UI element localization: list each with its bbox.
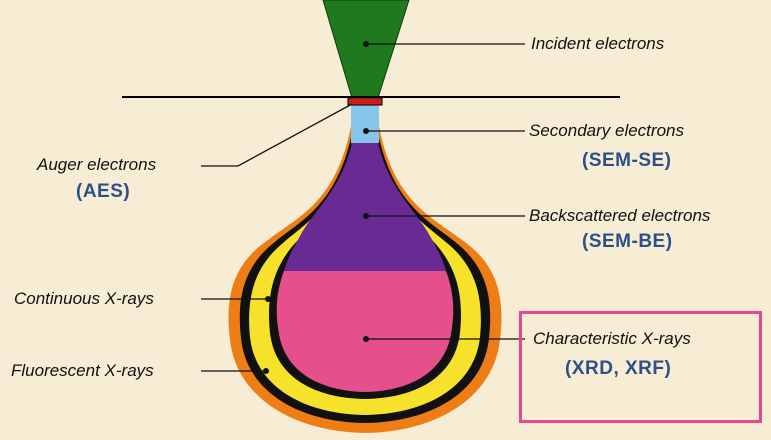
fluorescent-dot	[263, 368, 269, 374]
backscattered-electron-region	[284, 143, 446, 271]
characteristic-acronym-label: (XRD, XRF)	[565, 358, 671, 380]
incident-electron-beam	[323, 0, 409, 98]
auger-leader	[201, 104, 352, 166]
backscattered-acronym-label: (SEM-BE)	[582, 231, 673, 253]
auger-acronym-label: (AES)	[76, 181, 130, 203]
auger-electrons-label: Auger electrons	[37, 155, 156, 175]
continuous-dot	[265, 296, 271, 302]
auger-electron-layer	[348, 98, 382, 105]
continuous-xrays-label: Continuous X-rays	[14, 289, 154, 309]
characteristic-xrays-label: Characteristic X-rays	[533, 329, 691, 349]
characteristic-xray-region	[277, 271, 454, 392]
secondary-dot	[363, 128, 369, 134]
backscattered-electrons-label: Backscattered electrons	[529, 206, 710, 226]
secondary-electrons-label: Secondary electrons	[529, 121, 684, 141]
incident-dot	[363, 41, 369, 47]
secondary-electron-layer	[351, 105, 379, 143]
characteristic-dot	[363, 336, 369, 342]
secondary-acronym-label: (SEM-SE)	[582, 150, 672, 172]
incident-electrons-label: Incident electrons	[531, 34, 664, 54]
fluorescent-xrays-label: Fluorescent X-rays	[11, 361, 154, 381]
backscattered-dot	[363, 213, 369, 219]
